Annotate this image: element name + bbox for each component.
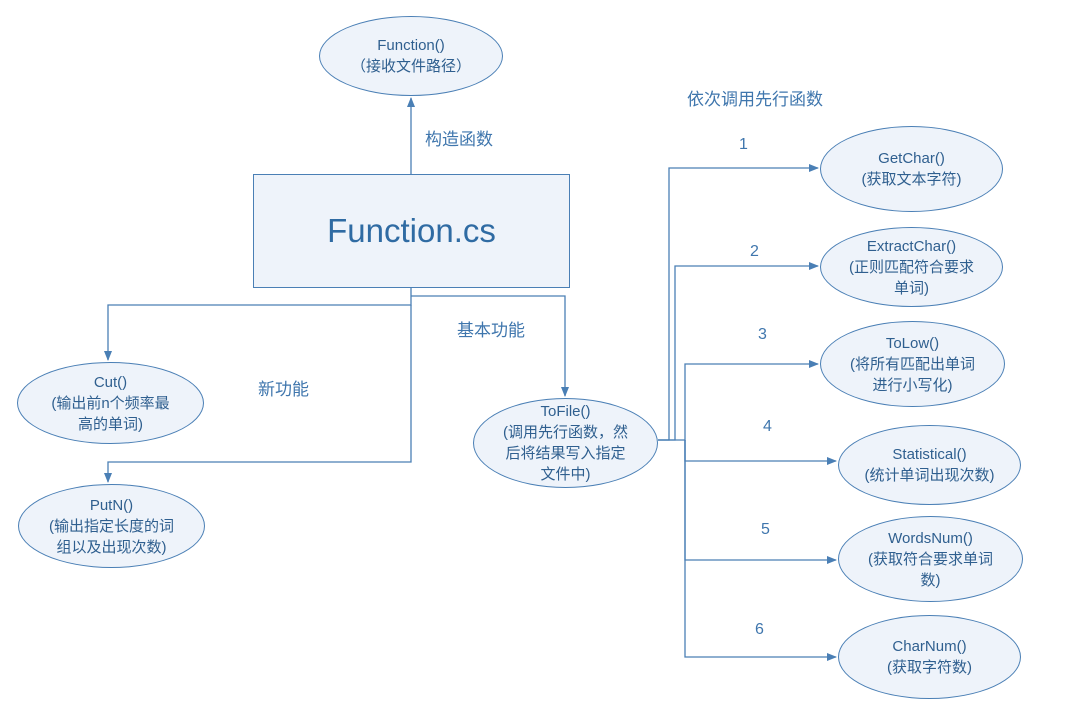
step-node-tolow-desc: (将所有匹配出单词 [850, 355, 975, 373]
main-class-title: Function.cs [327, 212, 496, 249]
constructor-node-desc: （接收文件路径） [350, 58, 471, 75]
arrow-to-tofile [411, 295, 569, 397]
step-node-getchar-desc: (获取文本字符) [861, 171, 962, 188]
step-node-extractchar-desc-2: 单词) [894, 279, 929, 297]
tofile-node-desc: (调用先行函数，然 [503, 424, 628, 441]
step-node-getchar-name: GetChar() [878, 150, 945, 167]
step-node-charnum-desc: (获取字符数) [887, 659, 972, 676]
step-node-statistical-name: Statistical() [892, 446, 967, 463]
step-number-5: 5 [761, 521, 770, 538]
step-number-2: 2 [750, 243, 759, 260]
cut-node: Cut() (输出前n个频率最 高的单词) [17, 362, 204, 444]
arrow-to-step-6 [684, 440, 837, 661]
step-node-wordsnum-name: WordsNum() [888, 529, 973, 547]
arrow-to-step-3 [658, 360, 819, 441]
tofile-node-desc-3: 文件中) [540, 466, 591, 483]
call-order-label: 依次调用先行函数 [687, 90, 823, 110]
arrow-to-cut [104, 288, 412, 361]
tofile-node: ToFile() (调用先行函数，然 后将结果写入指定 文件中) [473, 398, 658, 488]
step-node-extractchar-desc: (正则匹配符合要求 [849, 258, 974, 276]
tofile-node-desc-2: 后将结果写入指定 [505, 445, 626, 462]
step-number-6: 6 [755, 621, 764, 638]
arrow-to-step-1 [658, 164, 819, 441]
step-number-3: 3 [758, 326, 767, 343]
cut-node-desc: (输出前n个频率最 [51, 394, 170, 412]
putn-node-desc-2: 组以及出现次数) [56, 538, 167, 556]
constructor-label: 构造函数 [425, 130, 493, 150]
arrow-to-step-4 [684, 440, 837, 465]
step-node-getchar: GetChar() (获取文本字符) [820, 126, 1003, 212]
step-node-tolow: ToLow() (将所有匹配出单词 进行小写化) [820, 321, 1005, 407]
step-node-wordsnum-desc-2: 数) [920, 571, 941, 589]
constructor-node: Function() （接收文件路径） [319, 16, 503, 96]
basic-feature-label: 基本功能 [457, 321, 525, 341]
cut-node-desc-2: 高的单词) [78, 415, 143, 433]
main-class-box: Function.cs [253, 174, 570, 288]
putn-node-desc: (输出指定长度的词 [49, 517, 174, 535]
constructor-node-name: Function() [377, 37, 445, 54]
step-node-extractchar: ExtractChar() (正则匹配符合要求 单词) [820, 227, 1003, 307]
arrow-to-putn [104, 305, 412, 483]
step-number-4: 4 [763, 418, 772, 435]
tofile-node-name: ToFile() [540, 403, 591, 420]
arrow-to-step-5 [684, 440, 837, 564]
step-node-wordsnum-desc: (获取符合要求单词 [868, 550, 993, 568]
step-node-wordsnum: WordsNum() (获取符合要求单词 数) [838, 516, 1023, 602]
cut-node-name: Cut() [93, 373, 128, 391]
step-node-charnum: CharNum() (获取字符数) [838, 615, 1021, 699]
arrow-to-step-2 [658, 262, 819, 441]
putn-node-name: PutN() [89, 496, 134, 514]
step-node-statistical-desc: (统计单词出现次数) [864, 467, 995, 484]
new-feature-label: 新功能 [258, 380, 309, 400]
step-node-extractchar-name: ExtractChar() [866, 237, 957, 255]
step-node-tolow-name: ToLow() [885, 334, 940, 352]
step-number-1: 1 [739, 136, 748, 153]
putn-node: PutN() (输出指定长度的词 组以及出现次数) [18, 484, 205, 568]
step-node-tolow-desc-2: 进行小写化) [872, 376, 953, 394]
step-node-statistical: Statistical() (统计单词出现次数) [838, 425, 1021, 505]
step-node-charnum-name: CharNum() [892, 638, 967, 655]
